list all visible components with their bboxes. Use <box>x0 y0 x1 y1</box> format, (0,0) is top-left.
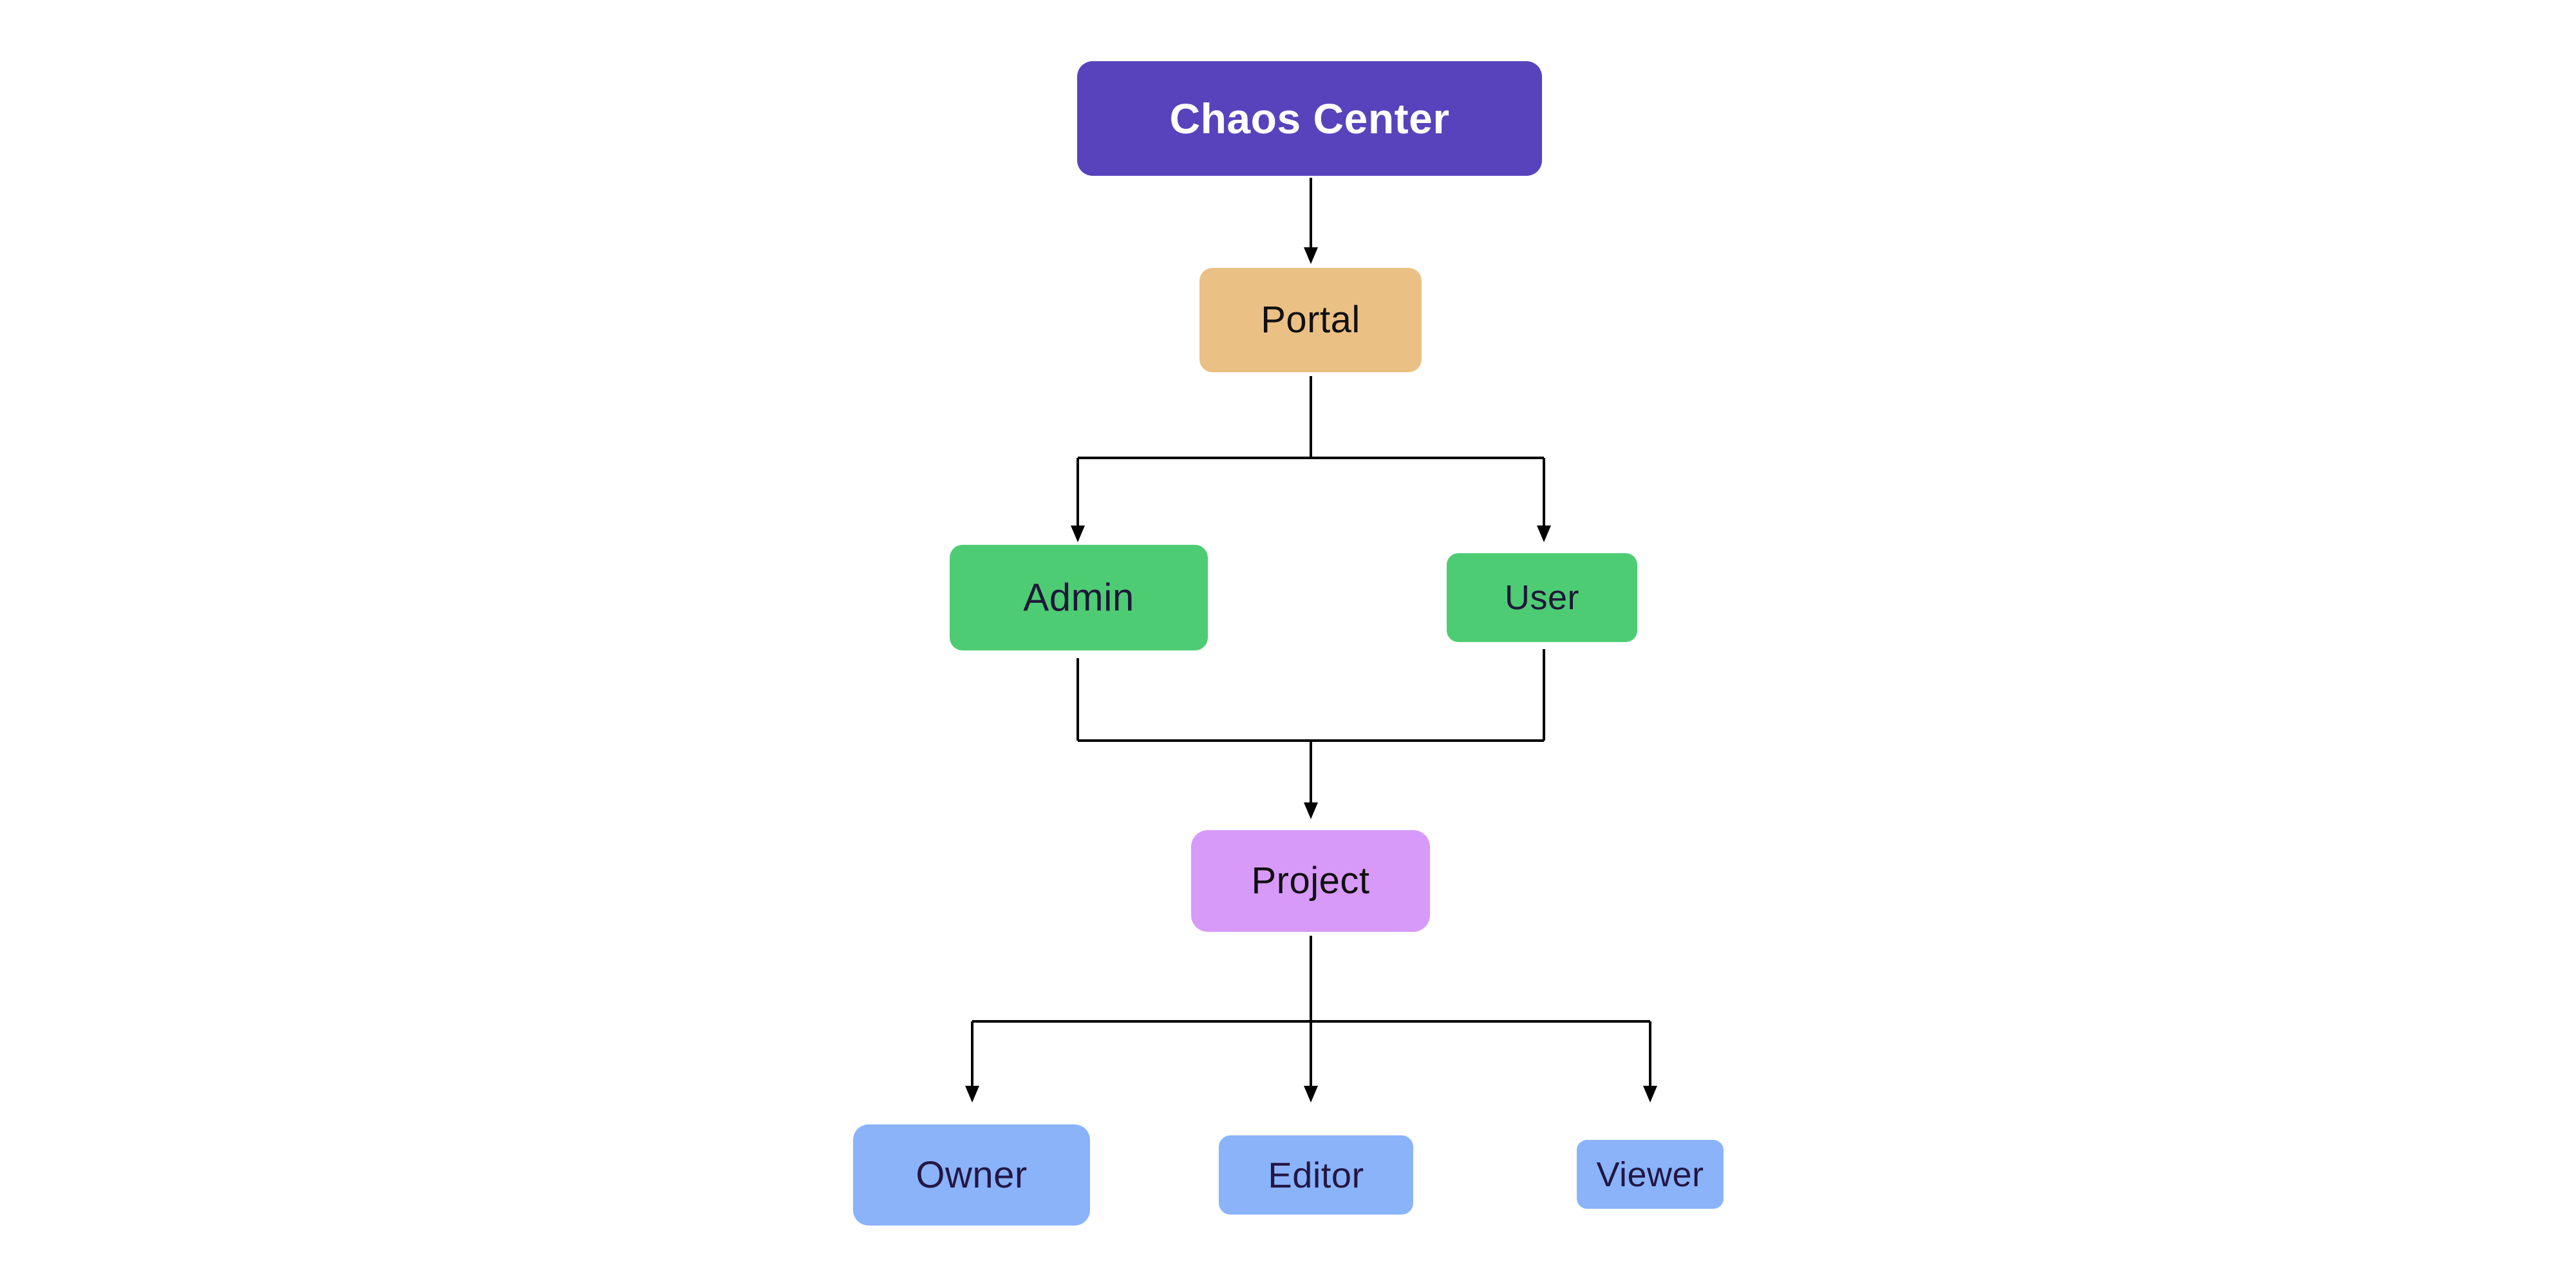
edge-portal-admin-user <box>1076 376 1545 527</box>
arrowhead-portal-icon <box>1304 247 1318 264</box>
node-viewer: Viewer <box>1577 1140 1724 1209</box>
edge-project-owner-editor-viewer <box>971 936 1651 1087</box>
edge-admin-user-project <box>1076 649 1545 804</box>
arrowhead-project-icon <box>1304 802 1318 819</box>
arrowhead-viewer-icon <box>1643 1086 1657 1103</box>
arrowhead-owner-icon <box>965 1086 979 1103</box>
node-user: User <box>1447 553 1637 642</box>
arrowhead-editor-icon <box>1304 1086 1318 1103</box>
node-portal: Portal <box>1199 268 1422 372</box>
arrowhead-admin-icon <box>1071 526 1085 542</box>
node-project: Project <box>1191 830 1430 932</box>
node-editor: Editor <box>1219 1135 1413 1215</box>
arrowhead-user-icon <box>1537 526 1551 542</box>
node-admin: Admin <box>950 545 1208 650</box>
node-chaos-center: Chaos Center <box>1077 61 1542 176</box>
node-owner: Owner <box>853 1124 1090 1226</box>
